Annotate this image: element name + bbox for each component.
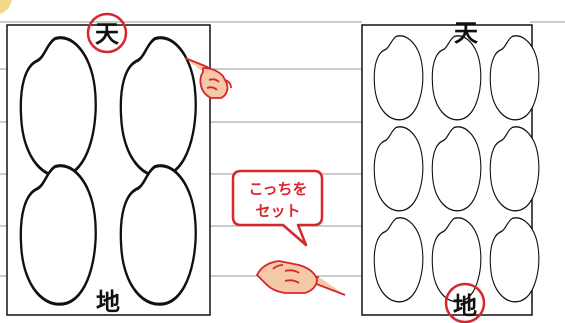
corner-decoration [0, 0, 12, 14]
right-sheet-shapes [373, 35, 540, 303]
left-top-label: 天 [95, 20, 119, 48]
highlight-circle-icon [86, 12, 128, 54]
highlight-circle-icon [444, 282, 486, 323]
speech-bubble-icon: こっちを セット [231, 169, 324, 247]
callout-line-2: セット [255, 202, 300, 220]
right-bottom-label: 地 [453, 292, 477, 320]
right-top-label: 天 [454, 19, 478, 47]
pointing-hand-icon [184, 57, 232, 99]
left-bottom-label: 地 [96, 288, 120, 316]
callout-line-1: こっちを [249, 180, 308, 198]
pointing-hand-icon [256, 260, 346, 296]
